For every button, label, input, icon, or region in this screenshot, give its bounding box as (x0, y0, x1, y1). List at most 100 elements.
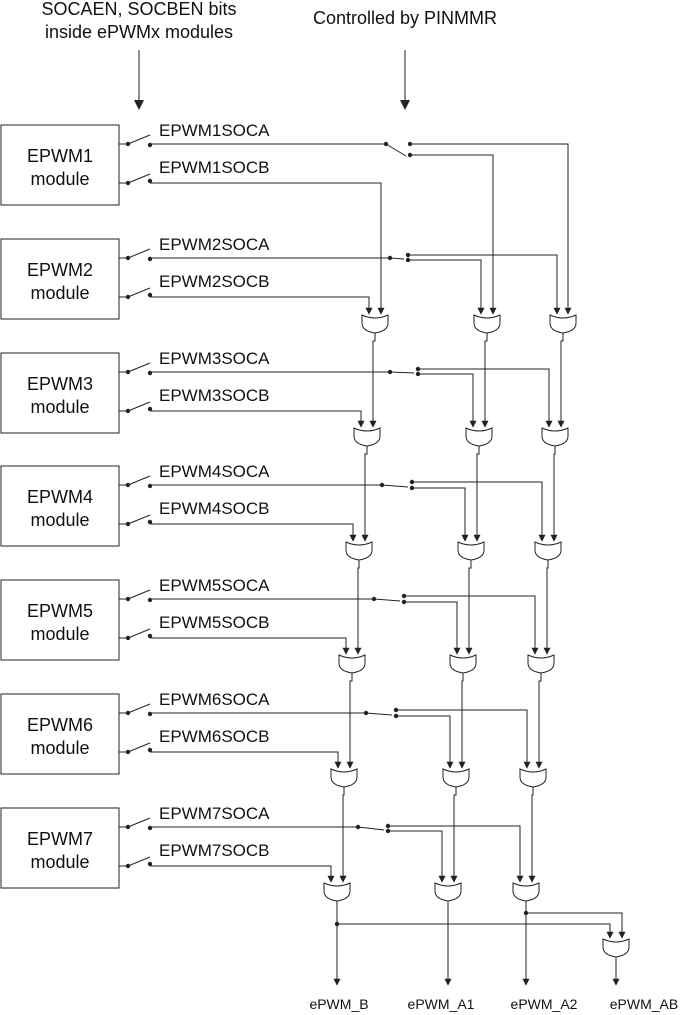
epwm1-soca-switch-contact (147, 142, 153, 148)
epwm4-module-box (0, 465, 120, 547)
or-gate-a1-stage1 (473, 314, 501, 334)
cascade-a1-stage5-to-6 (450, 787, 458, 883)
epwm3-soca-enable-switch (127, 362, 151, 373)
or-gate-b-stage6 (323, 882, 351, 902)
or-gate-b-stage3 (345, 541, 373, 561)
epwm4-soca-label: EPWM4SOCA (159, 462, 270, 481)
epwm7-soca-switch-contact (147, 825, 153, 831)
epwm3-module-box (0, 352, 120, 434)
epwm1-module-label: module (30, 169, 89, 189)
epwm6-socb-switch-contact (147, 747, 153, 753)
cascade-a1-stage3-to-4 (465, 560, 473, 655)
or-gate-b-stage6-symbol (323, 882, 351, 902)
epwm5-soca-to-a2 (404, 595, 539, 655)
epwm6-soca-selector-arm (365, 712, 393, 716)
epwm5-socb-to-b (150, 637, 350, 655)
epwm2-module-box (0, 238, 120, 320)
epwm2-socb-to-b (150, 296, 373, 315)
or-gate-b-stage1 (361, 314, 389, 334)
or-gate-a2-stage1 (549, 314, 577, 334)
wires-layer (150, 141, 626, 986)
epwm4-socb-switch-contact (147, 519, 153, 525)
epwm7-soca-to-a1 (388, 830, 446, 883)
cascade-a1-stage4-to-5 (458, 673, 466, 769)
epwm3-socb-enable-switch (127, 401, 151, 412)
epwm6-soca-to-a2 (396, 709, 531, 769)
epwm2-socb-enable-switch (127, 287, 151, 298)
epwm5-module-name: EPWM5 (27, 601, 93, 621)
cascade-a2-stage4-to-5 (535, 673, 543, 769)
output-label-epwm-a2: ePWM_A2 (511, 996, 578, 1012)
epwm3-soca-to-a2 (418, 368, 553, 428)
epwm7-soca-label: EPWM7SOCA (159, 804, 270, 823)
epwm3-module-label: module (30, 397, 89, 417)
or-gate-a1-stage3 (457, 541, 485, 561)
epwm7-module-name: EPWM7 (27, 829, 93, 849)
cascade-b-stage3-to-4 (354, 560, 362, 655)
epwm1-soca-label: EPWM1SOCA (159, 121, 270, 140)
epwm6-soca-switch-contact (147, 711, 153, 717)
epwm6-soca-to-a1 (396, 715, 454, 769)
epwm2-soca-label: EPWM2SOCA (159, 235, 270, 254)
epwm1-socb-label: EPWM1SOCB (159, 158, 270, 177)
epwm5-soca-selector-arm (373, 598, 401, 602)
epwm6-module-label: module (30, 738, 89, 758)
epwm7-soca-to-a2 (388, 825, 524, 883)
epwm1-module-name: EPWM1 (27, 146, 93, 166)
or-gate-a1-stage2 (465, 427, 493, 447)
epwm2-soca-to-a1 (408, 259, 485, 315)
or-gate-a2-stage4 (527, 654, 555, 674)
epwm7-module-label: module (30, 852, 89, 872)
cascade-a1-stage1-to-2 (481, 333, 489, 428)
output-label-epwm-ab: ePWM_AB (610, 996, 678, 1012)
epwm4-soca-enable-switch (127, 475, 151, 486)
or-gate-ab-symbol (602, 938, 630, 958)
or-gate-a1-stage2-symbol (465, 427, 493, 447)
epwm1-soca-to-a1 (410, 154, 497, 315)
epwm5-socb-label: EPWM5SOCB (159, 613, 270, 632)
epwm3-soca-label: EPWM3SOCA (159, 349, 270, 368)
epwm3-soca-to-a1 (418, 373, 477, 428)
epwm4-soca-to-a1 (412, 487, 469, 542)
epwm4-module-name: EPWM4 (27, 487, 93, 507)
ab-input-from-b (337, 923, 614, 939)
or-gate-a1-stage1-symbol (473, 314, 501, 334)
epwm2-soca-to-a2 (408, 254, 561, 315)
or-gate-a1-stage6 (434, 882, 462, 902)
epwm2-soca-enable-switch (127, 248, 151, 259)
or-gate-b-stage2-symbol (353, 427, 381, 447)
epwm1-soca-enable-switch (127, 134, 151, 145)
epwm2-socb-label: EPWM2SOCB (159, 272, 270, 291)
gates-layer (323, 314, 630, 958)
epwm2-module-label: module (30, 283, 89, 303)
or-gate-a2-stage2 (541, 427, 569, 447)
epwm1-socb-to-b (150, 182, 385, 315)
or-gate-a2-stage1-symbol (549, 314, 577, 334)
epwm3-soca-selector-arm (389, 371, 415, 374)
header-left-arrowhead (134, 100, 144, 110)
output-label-epwm-a1: ePWM_A1 (408, 996, 475, 1012)
or-gate-a2-stage4-symbol (527, 654, 555, 674)
cascade-b-stage2-to-3 (361, 446, 369, 542)
epwm1-socb-switch-contact (147, 178, 153, 184)
epwm5-socb-enable-switch (127, 628, 151, 639)
epwm4-socb-to-b (150, 523, 357, 542)
epwm5-soca-switch-contact (147, 597, 153, 603)
epwm6-soca-enable-switch (127, 703, 151, 714)
or-gate-a2-stage5-symbol (519, 768, 547, 788)
or-gate-b-stage1-symbol (361, 314, 389, 334)
modules-layer: EPWM1moduleEPWM1SOCAEPWM1SOCBEPWM2module… (0, 121, 270, 889)
or-gate-a2-stage2-symbol (541, 427, 569, 447)
or-gate-a1-stage4-symbol (449, 654, 477, 674)
epwm1-soca-selector-arm (385, 143, 407, 157)
epwm6-module-box (0, 693, 120, 775)
epwm7-socb-to-b (150, 865, 335, 883)
header-left-line1: SOCAEN, SOCBEN bits (41, 0, 236, 19)
or-gate-b-stage5-symbol (330, 768, 358, 788)
epwm6-socb-enable-switch (127, 742, 151, 753)
